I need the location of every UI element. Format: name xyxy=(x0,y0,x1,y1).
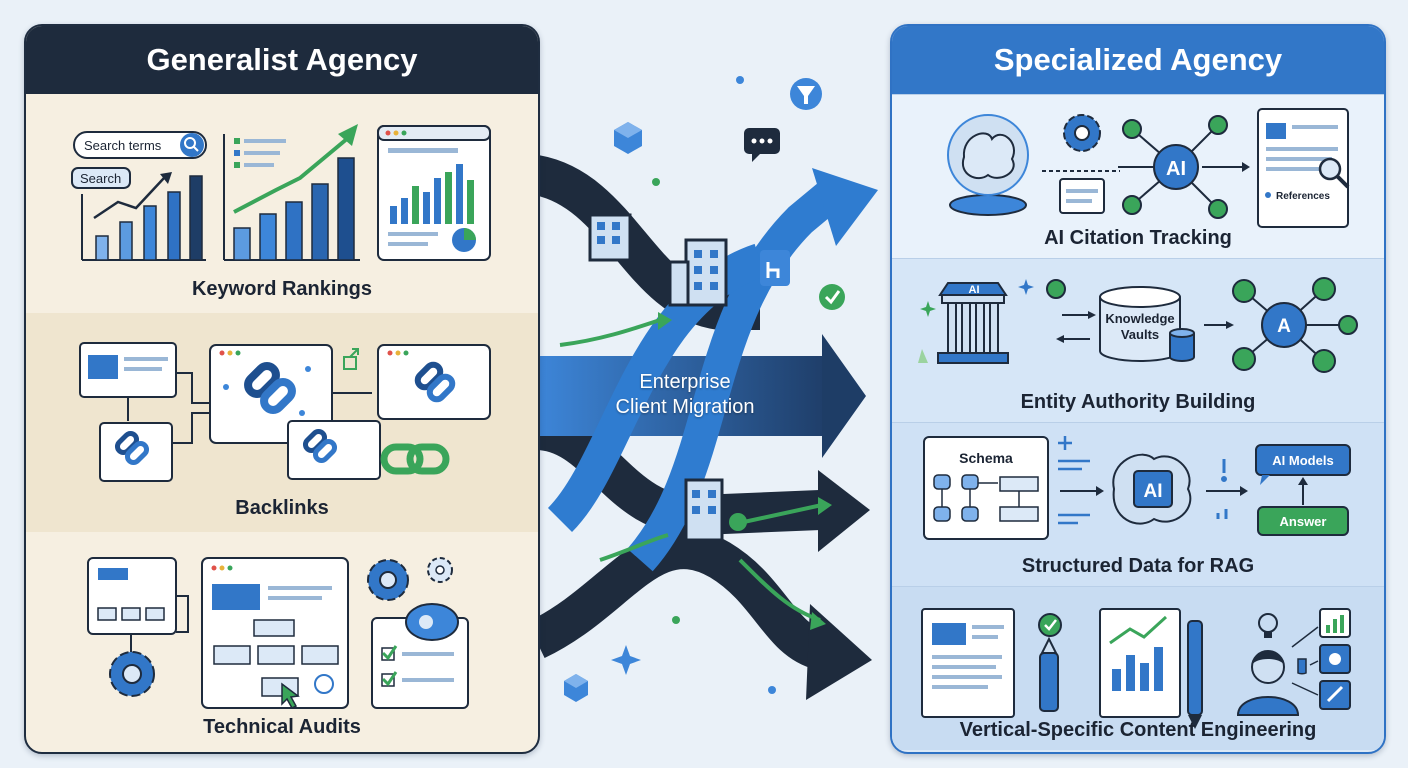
external-link-icon xyxy=(343,348,359,370)
analytics-dashboard-window xyxy=(377,125,491,261)
entity-node-label: A xyxy=(1277,316,1291,337)
search-box: Search terms xyxy=(73,131,207,159)
chain-link-icon xyxy=(244,362,296,414)
keyword-rankings-section: Search terms Search xyxy=(26,94,538,313)
migration-arrow-head xyxy=(822,334,866,458)
arrow-head-blue-top xyxy=(812,168,878,246)
generalist-agency-panel: Generalist Agency Search terms Search xyxy=(24,24,540,754)
keyword-rankings-title: Keyword Rankings xyxy=(191,278,373,300)
rag-ai-label: AI xyxy=(1144,481,1163,502)
knowledge-vaults-line1: Knowledge xyxy=(1105,311,1174,326)
structured-data-title: Structured Data for RAG xyxy=(1021,555,1255,577)
ai-citation-tracking-title: AI Citation Tracking xyxy=(1044,227,1232,249)
vertical-content-engineering-section: Vertical-Specific Content Engineering xyxy=(892,586,1384,750)
arrow-head-dark-middle xyxy=(818,470,870,552)
rising-bar-chart-icon xyxy=(81,172,206,261)
check-circle-icon xyxy=(1038,613,1062,637)
ai-brain-icon: AI xyxy=(1112,453,1192,525)
entity-authority-building-title: Entity Authority Building xyxy=(1020,391,1256,413)
backlinks-illustration xyxy=(79,342,491,482)
pen-icon xyxy=(1187,620,1203,729)
vertical-content-engineering-title: Vertical-Specific Content Engineering xyxy=(959,719,1317,741)
ai-network-icon: AI xyxy=(1118,115,1228,219)
gear-icon xyxy=(367,559,409,601)
document-tag-icon xyxy=(760,250,790,286)
entity-authority-illustration: AI Knowledge Vaults xyxy=(918,277,1358,373)
building-icon xyxy=(588,213,632,262)
ai-citation-tracking-section: AI References AI Citation Tracking xyxy=(892,94,1384,258)
sparkle-icon xyxy=(611,645,641,675)
search-button xyxy=(71,167,131,189)
arrow-head-dark-bottom xyxy=(806,604,872,700)
specialized-agency-panel: Specialized Agency xyxy=(890,24,1386,754)
content-engineering-illustration xyxy=(921,608,1351,729)
chain-link-icon xyxy=(114,430,150,466)
green-chain-link-icon xyxy=(380,443,450,475)
checklist xyxy=(381,645,454,687)
technical-audits-section: Technical Audits xyxy=(26,532,538,751)
cube-icon xyxy=(564,674,588,702)
migration-label: Enterprise Client Migration xyxy=(570,370,800,420)
building-ai-label: AI xyxy=(969,284,980,296)
decorative-dots xyxy=(652,178,680,624)
document-icon xyxy=(921,608,1015,718)
bug-icon xyxy=(405,603,459,641)
magnifier-icon xyxy=(1318,157,1350,189)
cursor-icon xyxy=(281,682,300,709)
specialized-agency-title: Specialized Agency xyxy=(892,26,1384,94)
knowledge-vaults-line2: Vaults xyxy=(1121,327,1159,342)
chart-document-icon xyxy=(1099,608,1181,718)
person-avatar xyxy=(1236,650,1300,716)
entity-authority-building-section: AI Knowledge Vaults xyxy=(892,258,1384,422)
ai-node-label: AI xyxy=(1166,158,1186,180)
references-document: References xyxy=(1257,108,1349,228)
check-circle-icon xyxy=(819,284,845,310)
search-terms-text: Search terms xyxy=(84,138,162,153)
ai-models-badge: AI Models xyxy=(1255,444,1351,485)
building-icon xyxy=(668,238,728,307)
growth-chart-icon xyxy=(223,124,360,261)
search-button-label: Search xyxy=(80,171,121,186)
gear-icon xyxy=(427,557,453,583)
chain-link-icon xyxy=(414,361,456,403)
migration-label-line2: Client Migration xyxy=(615,396,755,418)
gear-icon xyxy=(109,651,155,697)
migration-flow-diagram xyxy=(536,76,878,702)
cube-icon xyxy=(614,122,642,154)
badge-icon xyxy=(1046,279,1066,299)
marker-pen-icon xyxy=(1039,636,1059,712)
filter-icon xyxy=(790,78,822,110)
structured-data-illustration: Schema xyxy=(923,436,1351,540)
ai-citation-tracking-illustration: AI References xyxy=(947,108,1350,228)
chain-link-icon xyxy=(302,428,338,464)
schema-window: Schema xyxy=(923,436,1049,540)
institution-building-icon: AI xyxy=(918,282,1009,364)
generalist-agency-title: Generalist Agency xyxy=(26,26,538,94)
sparkle-icon xyxy=(920,279,1034,317)
backlinks-section: Backlinks xyxy=(26,313,538,532)
search-icon xyxy=(184,137,196,149)
technical-audits-title: Technical Audits xyxy=(203,716,361,738)
keyword-rankings-illustration: Search terms Search xyxy=(71,124,491,261)
gear-icon xyxy=(1063,114,1101,152)
structured-data-section: Schema xyxy=(892,422,1384,586)
answer-label: Answer xyxy=(1280,514,1327,529)
references-label: References xyxy=(1276,191,1330,202)
backlinks-title: Backlinks xyxy=(235,497,329,519)
migration-label-line1: Enterprise xyxy=(639,371,731,393)
technical-audits-illustration xyxy=(87,557,469,709)
chat-bubble-icon xyxy=(744,128,780,162)
tool-icons xyxy=(1291,608,1351,710)
ai-models-label: AI Models xyxy=(1272,453,1333,468)
knowledge-vaults-database: Knowledge Vaults xyxy=(1099,286,1195,362)
schema-label: Schema xyxy=(959,450,1013,466)
answer-badge: Answer xyxy=(1257,506,1349,536)
entity-node-network: A xyxy=(1232,277,1358,373)
building-icon xyxy=(684,478,747,542)
brain-hologram-icon xyxy=(947,114,1029,216)
lightbulb-icon xyxy=(1258,613,1278,638)
